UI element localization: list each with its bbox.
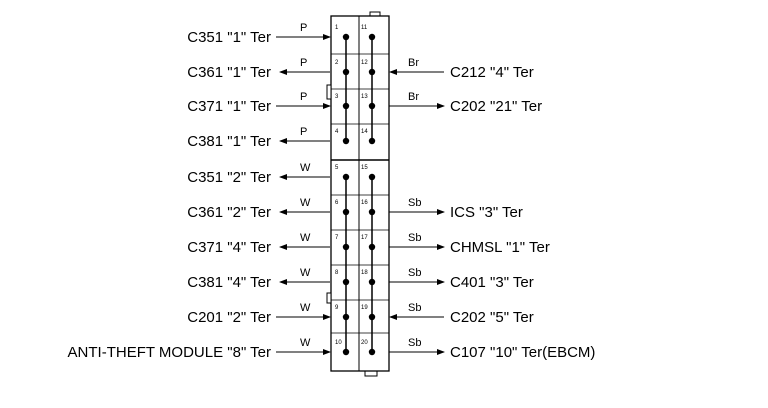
wire-color-code: P [300, 57, 307, 69]
left-connection: W C351 "2" Ter [187, 162, 330, 186]
terminal-label: C401 "3" Ter [450, 274, 534, 291]
pin-number: 4 [335, 129, 339, 135]
wire-color-code: Sb [408, 197, 421, 209]
terminal-label: C381 "1" Ter [187, 133, 271, 150]
pin-number: 20 [361, 340, 368, 346]
pin-number: 9 [335, 305, 339, 311]
wire-color-code: W [300, 302, 311, 314]
terminal-label: ICS "3" Ter [450, 204, 523, 221]
pin-terminal [342, 137, 350, 145]
pin-number: 5 [335, 165, 339, 171]
terminal-label: ANTI-THEFT MODULE "8" Ter [68, 344, 271, 361]
wire-color-code: Br [408, 91, 419, 103]
pin-terminal [368, 102, 376, 110]
terminal-label: C381 "4" Ter [187, 274, 271, 291]
pin-number: 12 [361, 60, 368, 66]
pin-terminal [368, 173, 376, 181]
terminal-label: C212 "4" Ter [450, 64, 534, 81]
pin-terminal [342, 243, 350, 251]
pin-number: 3 [335, 94, 339, 100]
left-connection: P C351 "1" Ter [187, 22, 331, 46]
pin-terminal [368, 208, 376, 216]
pin-grid [331, 53, 389, 334]
terminal-label: C351 "2" Ter [187, 169, 271, 186]
pin-terminal [342, 102, 350, 110]
pin-terminal [342, 278, 350, 286]
pin-terminal [368, 68, 376, 76]
wire-color-code: Sb [408, 267, 421, 279]
terminal-label: CHMSL "1" Ter [450, 239, 550, 256]
pin-terminal [342, 173, 350, 181]
wire-color-code: W [300, 162, 311, 174]
pin-number: 14 [361, 129, 368, 135]
terminal-label: C361 "1" Ter [187, 64, 271, 81]
wire-color-code: Sb [408, 337, 421, 349]
pin-terminal [342, 208, 350, 216]
pin-terminal [368, 313, 376, 321]
left-connection: W C381 "4" Ter [187, 267, 330, 291]
pin-number: 18 [361, 270, 368, 276]
pin-terminal [368, 243, 376, 251]
wire-color-code: W [300, 197, 311, 209]
pin-terminal [368, 137, 376, 145]
wire-color-code: P [300, 126, 307, 138]
connector-body [326, 11, 390, 377]
left-connection: W C361 "2" Ter [187, 197, 330, 221]
pin-number: 8 [335, 270, 339, 276]
pin-number: 17 [361, 235, 368, 241]
terminal-label: C202 "5" Ter [450, 309, 534, 326]
wire-color-code: W [300, 232, 311, 244]
wire-color-code: W [300, 267, 311, 279]
wire-color-code: P [300, 91, 307, 103]
left-connection: P C381 "1" Ter [187, 126, 330, 150]
bus-bars [345, 38, 373, 350]
left-connection: P C371 "1" Ter [187, 91, 331, 115]
pin-number: 19 [361, 305, 368, 311]
wire-color-code: Br [408, 57, 419, 69]
pin-number: 11 [361, 25, 368, 31]
terminal-label: C371 "1" Ter [187, 98, 271, 115]
pin-terminal [342, 348, 350, 356]
pin-number: 10 [335, 340, 342, 346]
terminal-label: C351 "1" Ter [187, 29, 271, 46]
pin-terminal [368, 33, 376, 41]
pin-number: 13 [361, 94, 368, 100]
pin-terminal [368, 348, 376, 356]
pin-number: 7 [335, 235, 339, 241]
left-connection: W C371 "4" Ter [187, 232, 330, 256]
wire-color-code: Sb [408, 232, 421, 244]
pin-terminal [342, 33, 350, 41]
terminal-label: C201 "2" Ter [187, 309, 271, 326]
terminal-label: C107 "10" Ter(EBCM) [450, 344, 595, 361]
left-connection: W C201 "2" Ter [187, 302, 331, 326]
terminal-label: C361 "2" Ter [187, 204, 271, 221]
left-connection: W ANTI-THEFT MODULE "8" Ter [68, 337, 331, 361]
terminal-label: C202 "21" Ter [450, 98, 542, 115]
wire-color-code: W [300, 337, 311, 349]
left-connection: P C361 "1" Ter [187, 57, 330, 81]
pin-number: 16 [361, 200, 368, 206]
pin-terminal [342, 313, 350, 321]
wire-color-code: P [300, 22, 307, 34]
pin-number: 1 [335, 25, 339, 31]
pin-number: 2 [335, 60, 339, 66]
wire-color-code: Sb [408, 302, 421, 314]
pin-terminal [368, 278, 376, 286]
pin-number: 6 [335, 200, 339, 206]
terminal-label: C371 "4" Ter [187, 239, 271, 256]
pin-number: 15 [361, 165, 368, 171]
pin-terminal [342, 68, 350, 76]
